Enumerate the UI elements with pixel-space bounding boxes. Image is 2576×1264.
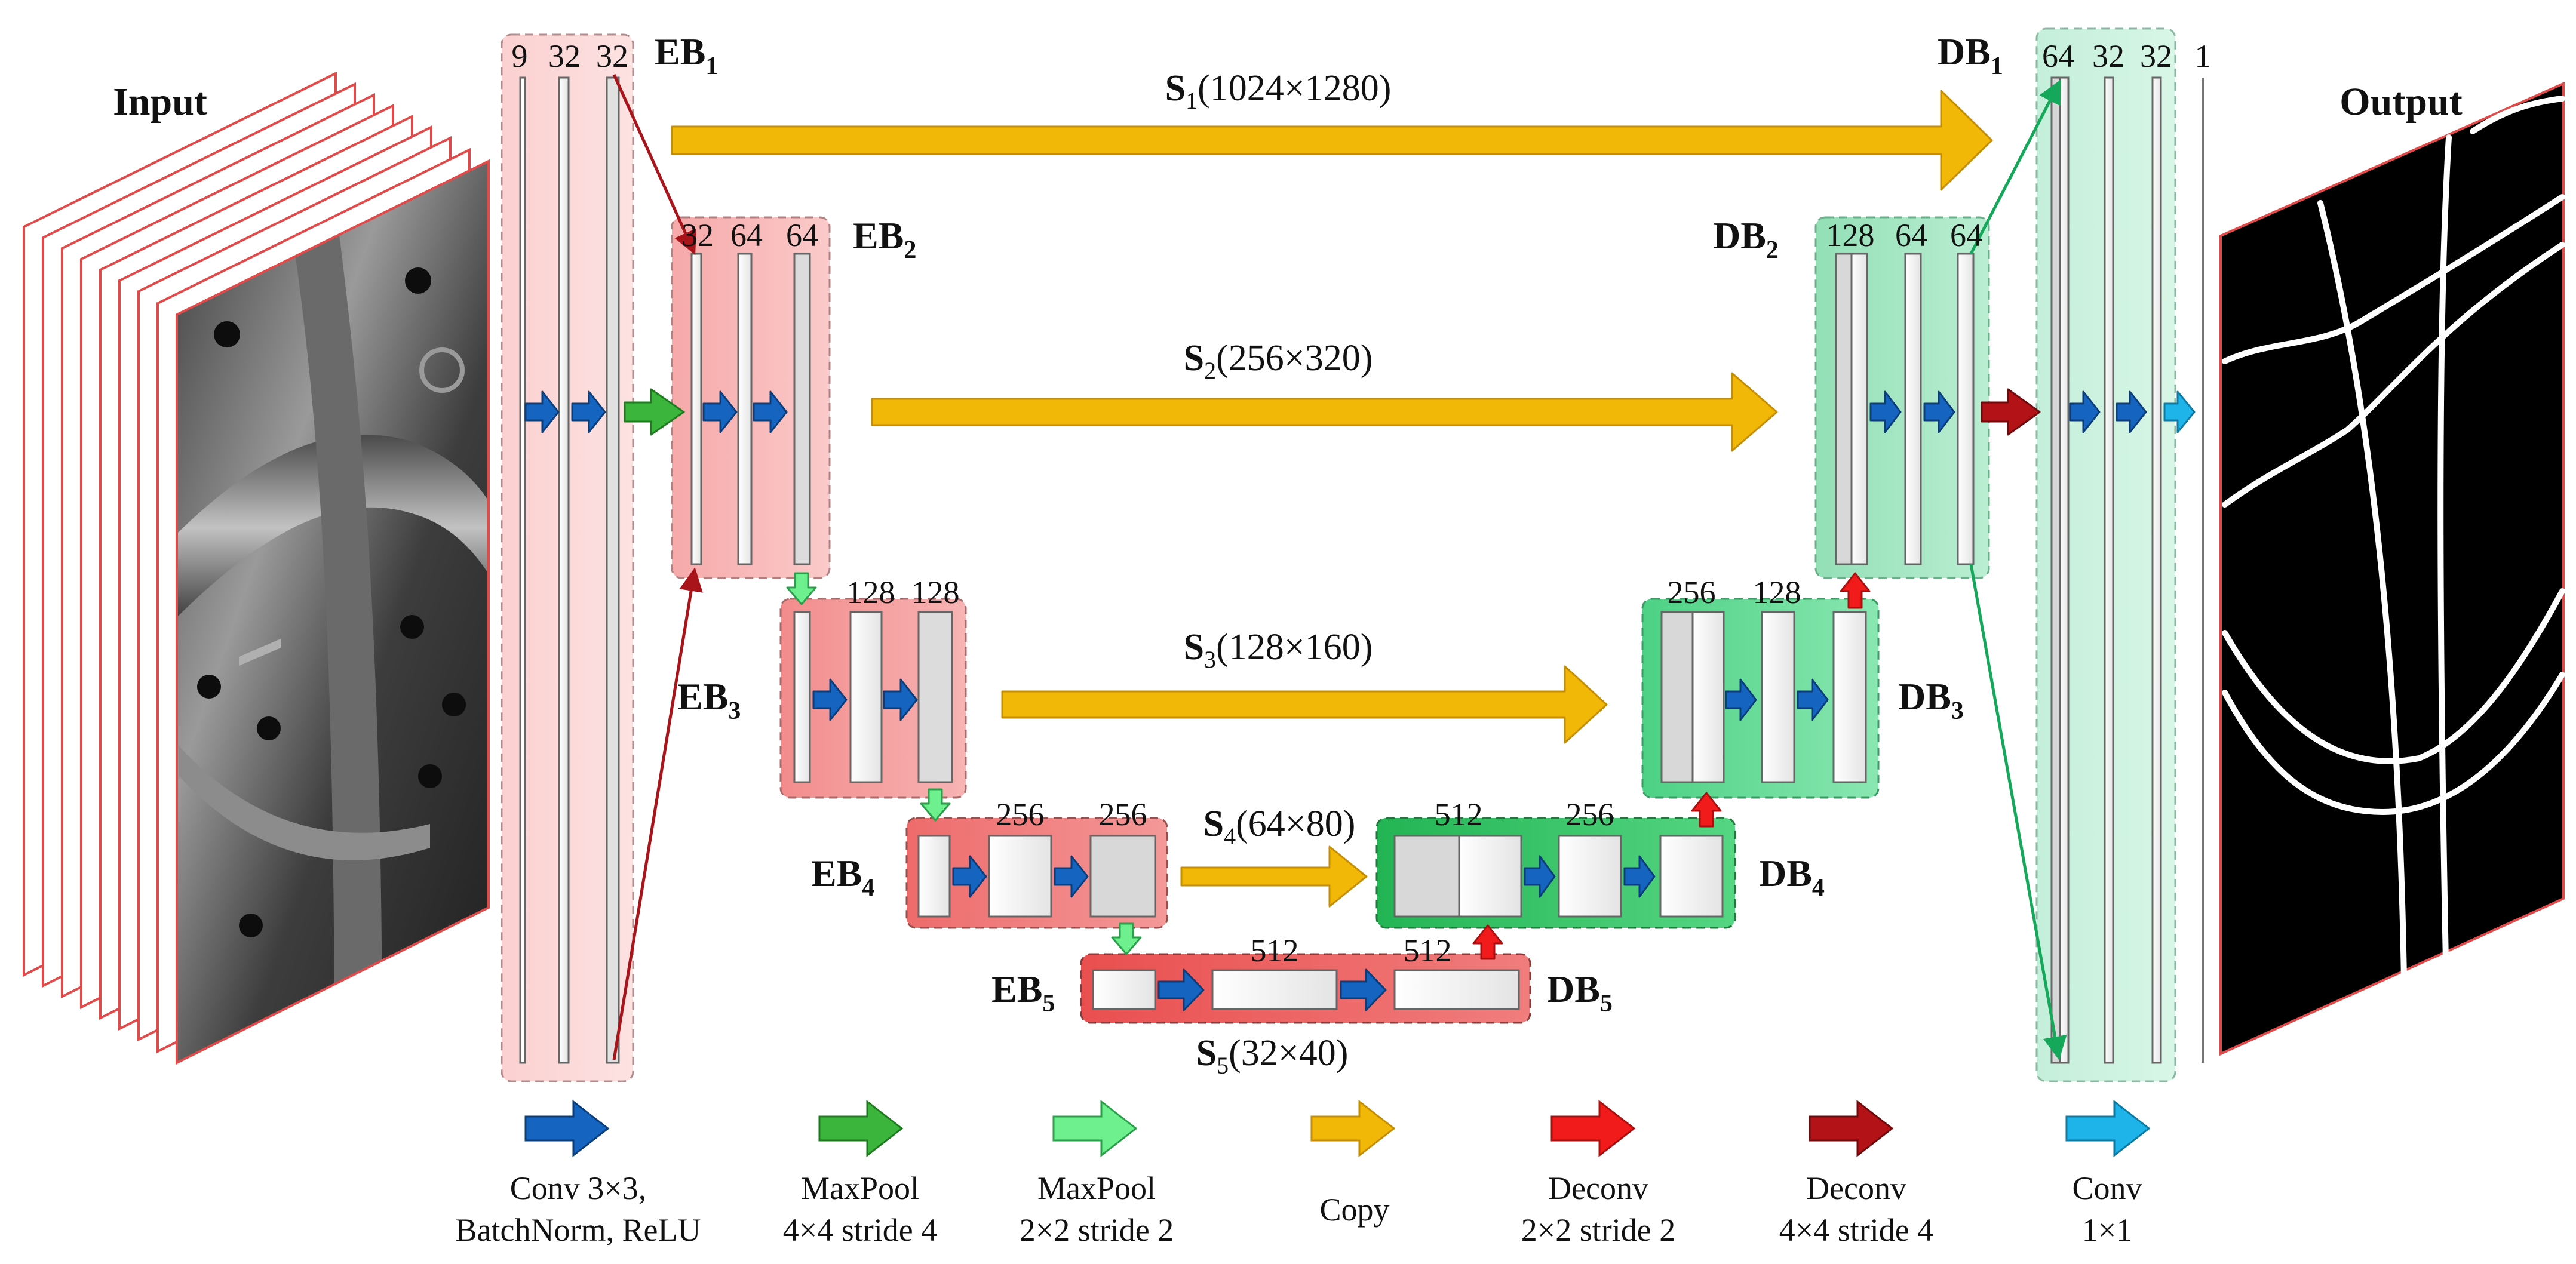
db2-label: DB2 bbox=[1713, 214, 1779, 264]
legend-label: Deconv bbox=[1806, 1170, 1906, 1206]
eb2-label: EB2 bbox=[853, 214, 916, 264]
channel-label: 128 bbox=[1826, 217, 1875, 253]
maxpool2-arrow-icon bbox=[1052, 1099, 1138, 1158]
output-label: Output bbox=[2339, 80, 2462, 124]
conv-arrow-icon bbox=[524, 1099, 610, 1158]
channel-label: 256 bbox=[1566, 796, 1614, 832]
skip-arrow-s4 bbox=[1180, 845, 1368, 908]
channel-label: 64 bbox=[730, 217, 763, 253]
legend-item-conv1: Conv 1×1 bbox=[2065, 1099, 2151, 1248]
legend-item-copy: Copy bbox=[1310, 1099, 1396, 1228]
channel-label: 512 bbox=[1251, 933, 1299, 968]
db4-label: DB4 bbox=[1759, 852, 1825, 902]
input-image bbox=[177, 161, 489, 1063]
channel-label: 32 bbox=[681, 217, 714, 253]
feature-maps bbox=[519, 76, 2204, 1064]
skip-arrows bbox=[671, 90, 1993, 908]
skip-label-s5: S5(32×40) bbox=[1196, 1033, 1349, 1079]
db3-label: DB3 bbox=[1898, 675, 1964, 725]
db5-label: DB5 bbox=[1547, 968, 1613, 1017]
eb5-label: EB5 bbox=[991, 968, 1055, 1017]
channel-label: 64 bbox=[1895, 217, 1927, 253]
legend-label: MaxPool bbox=[1037, 1170, 1156, 1206]
channel-label: 64 bbox=[2042, 38, 2074, 74]
conv1-arrow-icon bbox=[2065, 1099, 2151, 1158]
legend: Conv 3×3, BatchNorm, ReLU MaxPool 4×4 st… bbox=[456, 1099, 2151, 1248]
legend-label: Deconv bbox=[1548, 1170, 1648, 1206]
skip-label-s4: S4(64×80) bbox=[1203, 804, 1356, 850]
eb3-label: EB3 bbox=[677, 675, 741, 725]
legend-item-maxpool2: MaxPool 2×2 stride 2 bbox=[1020, 1099, 1174, 1248]
skip-labels: S1(1024×1280) S2(256×320) S3(128×160) S4… bbox=[1165, 68, 1392, 1079]
legend-item-deconv4: Deconv 4×4 stride 4 bbox=[1779, 1099, 1933, 1248]
channel-label: 64 bbox=[1950, 217, 1982, 253]
legend-label: BatchNorm, ReLU bbox=[456, 1212, 701, 1248]
channel-label: 9 bbox=[512, 38, 528, 74]
skip-label-s2: S2(256×320) bbox=[1184, 338, 1373, 384]
channel-label: 32 bbox=[2092, 38, 2124, 74]
block-names: EB1 EB2 EB3 EB4 EB5 DB5 DB4 DB3 DB2 DB1 bbox=[655, 30, 2003, 1017]
db1-label: DB1 bbox=[1938, 30, 2003, 80]
legend-label: 2×2 stride 2 bbox=[1521, 1212, 1675, 1248]
legend-label: 1×1 bbox=[2082, 1212, 2132, 1248]
channel-label: 32 bbox=[596, 38, 628, 74]
skip-arrow-s1 bbox=[671, 90, 1993, 191]
channel-label: 128 bbox=[847, 574, 895, 610]
deconv2-arrow-icon bbox=[1550, 1099, 1636, 1158]
skip-label-s3: S3(128×160) bbox=[1184, 627, 1373, 673]
operation-arrows bbox=[524, 388, 2196, 1011]
channel-label: 32 bbox=[2140, 38, 2172, 74]
copy-arrow-icon bbox=[1310, 1099, 1396, 1158]
channel-label: 128 bbox=[911, 574, 960, 610]
deconv4-arrow-icon bbox=[1809, 1099, 1894, 1158]
channel-label: 512 bbox=[1404, 933, 1452, 968]
channel-label: 1 bbox=[2195, 38, 2211, 74]
skip-arrow-s3 bbox=[1001, 665, 1608, 744]
eb1-label: EB1 bbox=[655, 30, 718, 80]
channel-label: 512 bbox=[1435, 796, 1483, 832]
input-label: Input bbox=[113, 80, 207, 124]
legend-item-maxpool4: MaxPool 4×4 stride 4 bbox=[783, 1099, 937, 1248]
legend-label: Copy bbox=[1319, 1192, 1389, 1228]
channel-label: 256 bbox=[996, 796, 1045, 832]
channel-label: 128 bbox=[1753, 574, 1801, 610]
channel-label: 64 bbox=[786, 217, 818, 253]
legend-item-deconv2: Deconv 2×2 stride 2 bbox=[1521, 1099, 1675, 1248]
channel-label: 256 bbox=[1668, 574, 1716, 610]
output-image bbox=[2219, 81, 2565, 1056]
channel-labels: 9 32 32 32 64 64 128 128 256 256 512 512… bbox=[512, 38, 2211, 968]
channel-label: 256 bbox=[1099, 796, 1147, 832]
legend-label: Conv bbox=[2072, 1170, 2142, 1206]
legend-item-conv: Conv 3×3, BatchNorm, ReLU bbox=[456, 1099, 701, 1248]
input-image-stack bbox=[23, 71, 490, 1065]
connector-lines bbox=[612, 73, 2067, 1060]
skip-arrow-s2 bbox=[871, 372, 1778, 452]
skip-label-s1: S1(1024×1280) bbox=[1165, 68, 1392, 114]
legend-label: Conv 3×3, bbox=[510, 1170, 646, 1206]
maxpool4-arrow-icon bbox=[818, 1099, 904, 1158]
legend-label: 4×4 stride 4 bbox=[783, 1212, 937, 1248]
legend-label: MaxPool bbox=[801, 1170, 919, 1206]
legend-label: 2×2 stride 2 bbox=[1020, 1212, 1174, 1248]
channel-label: 32 bbox=[548, 38, 581, 74]
legend-label: 4×4 stride 4 bbox=[1779, 1212, 1933, 1248]
eb4-label: EB4 bbox=[811, 852, 874, 902]
